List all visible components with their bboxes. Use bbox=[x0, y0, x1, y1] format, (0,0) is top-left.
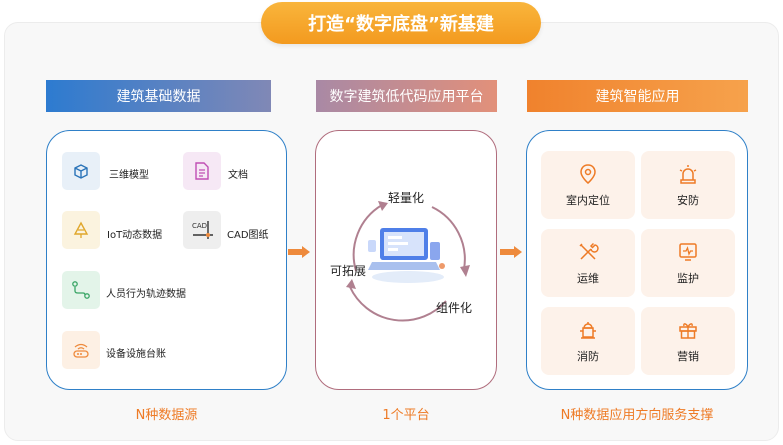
tile-label: 室内定位 bbox=[566, 193, 610, 207]
footer-applications: N种数据应用方向服务支撑 bbox=[560, 408, 714, 423]
cycle-label-extensible: 可拓展 bbox=[330, 264, 367, 278]
gift-icon bbox=[679, 322, 697, 339]
cycle-label-lightweight: 轻量化 bbox=[388, 191, 425, 205]
item-label-facility-ledger: 设备设施台账 bbox=[106, 349, 166, 360]
tile-label: 消防 bbox=[577, 349, 599, 363]
cycle-arrows-icon bbox=[346, 201, 470, 322]
monitor-icon bbox=[679, 242, 697, 261]
router-icon bbox=[62, 331, 100, 369]
tile-fire-protection: 消防 bbox=[541, 307, 635, 375]
tile-marketing: 营销 bbox=[641, 307, 735, 375]
tile-label: 安防 bbox=[677, 193, 699, 207]
header-data-sources: 建筑基础数据 bbox=[46, 80, 271, 112]
cycle-label-componentized: 组件化 bbox=[436, 301, 473, 315]
tile-monitoring: 监护 bbox=[641, 229, 735, 297]
item-label-cad: CAD图纸 bbox=[227, 230, 269, 241]
iot-icon bbox=[62, 211, 100, 249]
trajectory-icon bbox=[62, 271, 100, 309]
arrow-right-icon bbox=[500, 246, 522, 258]
footer-data-sources: N种数据源 bbox=[135, 408, 198, 423]
item-label-document: 文档 bbox=[228, 170, 248, 181]
item-label-trajectory: 人员行为轨迹数据 bbox=[106, 289, 186, 300]
svg-text:CAD: CAD bbox=[192, 222, 207, 230]
arrow-right-icon bbox=[288, 246, 310, 258]
fire-hydrant-icon bbox=[580, 321, 596, 339]
location-pin-icon bbox=[580, 163, 596, 184]
alarm-light-icon bbox=[679, 164, 697, 184]
cad-icon: CAD bbox=[183, 211, 221, 249]
cube-icon bbox=[62, 152, 100, 190]
footer-platform: 1个平台 bbox=[382, 408, 430, 423]
tile-indoor-positioning: 室内定位 bbox=[541, 151, 635, 219]
tools-icon bbox=[579, 242, 599, 260]
tile-label: 监护 bbox=[677, 271, 699, 285]
header-platform: 数字建筑低代码应用平台 bbox=[316, 80, 497, 112]
item-label-3d-model: 三维模型 bbox=[109, 170, 149, 181]
banner-title: 打造“数字底盘”新基建 bbox=[261, 2, 541, 44]
header-applications: 建筑智能应用 bbox=[527, 80, 748, 112]
tile-maintenance: 运维 bbox=[541, 229, 635, 297]
tile-label: 运维 bbox=[577, 271, 599, 285]
item-label-iot: IoT动态数据 bbox=[107, 230, 163, 241]
tile-security: 安防 bbox=[641, 151, 735, 219]
document-icon bbox=[183, 152, 221, 190]
tile-label: 营销 bbox=[677, 349, 699, 363]
laptop-icon bbox=[368, 228, 445, 283]
